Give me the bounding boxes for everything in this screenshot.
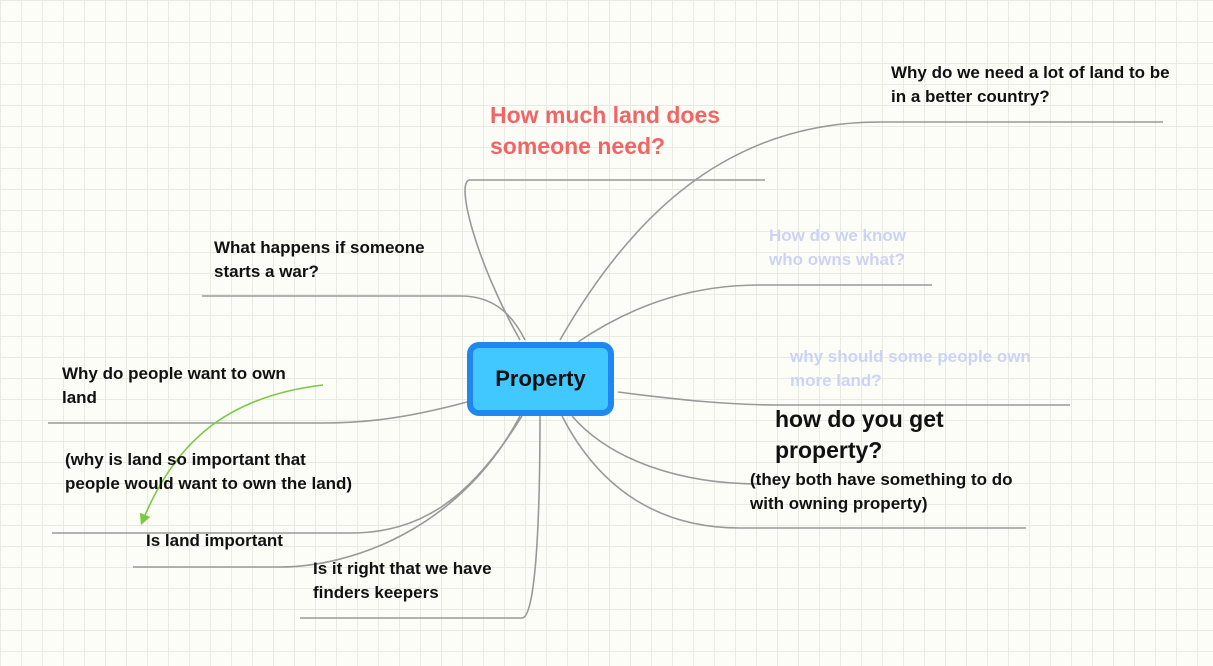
topic-why-important[interactable]: (why is land so important that people wo… (65, 450, 353, 493)
topic-lot-of-land[interactable]: Why do we need a lot of land to be in a … (891, 63, 1170, 106)
branch-get-property (571, 415, 761, 485)
branch-lot-of-land (559, 121, 1163, 341)
branch-some-people (617, 391, 1070, 406)
branch-land-need (464, 179, 765, 341)
branch-who-owns (577, 284, 932, 343)
topic-some-people[interactable]: why should some people own more land? (790, 347, 1031, 390)
branch-finders-keepers (300, 415, 541, 619)
branch-why-own (48, 401, 468, 424)
topic-finders-keepers[interactable]: Is it right that we have finders keepers (313, 559, 492, 602)
branch-both-have (561, 415, 1026, 529)
branch-is-important (133, 415, 521, 568)
topic-why-own[interactable]: Why do people want to own land (62, 364, 286, 407)
topic-get-property[interactable]: how do you get property? (775, 406, 944, 463)
relationship-arrow (139, 384, 324, 526)
topic-land-need[interactable]: How much land does someone need? (490, 102, 721, 159)
central-topic-property[interactable]: Property (467, 342, 614, 416)
topic-who-owns[interactable]: How do we know who owns what? (769, 226, 906, 269)
topic-war[interactable]: What happens if someone starts a war? (214, 238, 425, 281)
branch-war (202, 295, 526, 341)
topic-is-important[interactable]: Is land important (146, 531, 283, 550)
topic-both-have[interactable]: (they both have something to do with own… (750, 470, 1013, 513)
